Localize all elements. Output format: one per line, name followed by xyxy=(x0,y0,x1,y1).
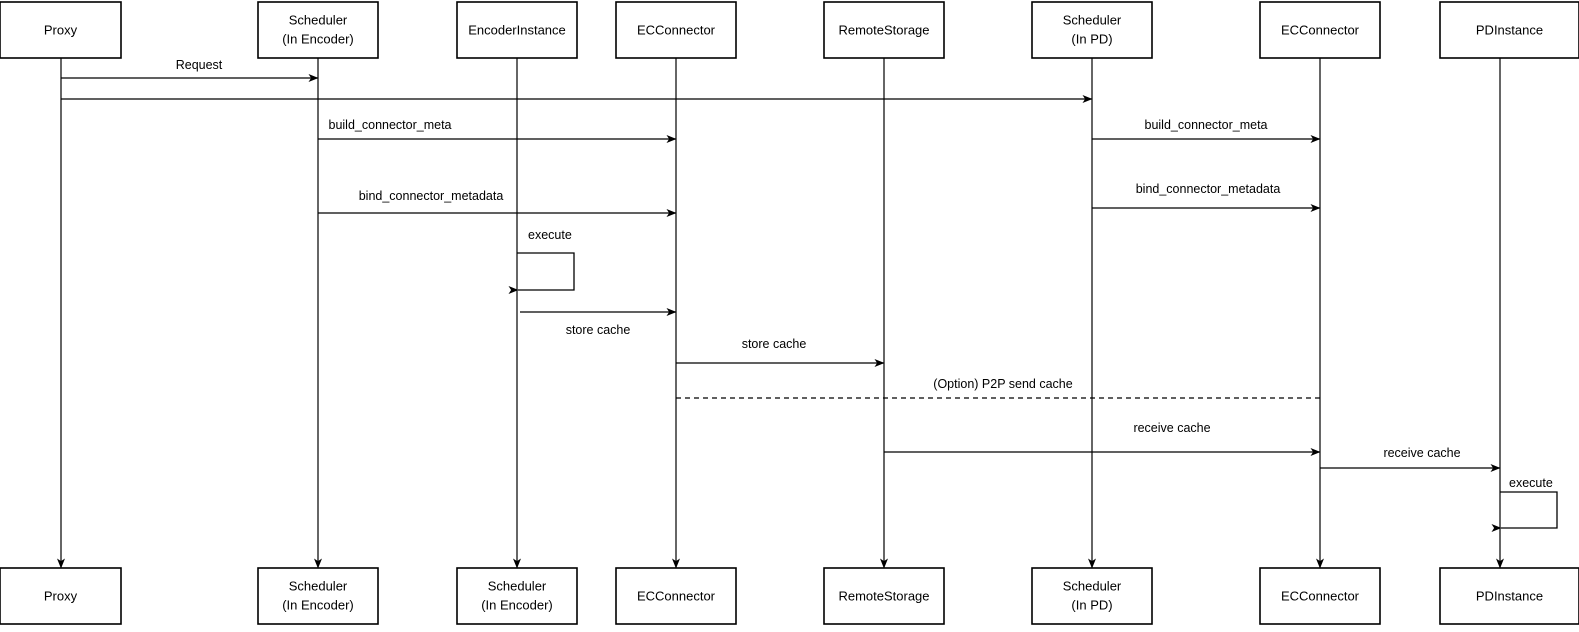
participant-box-sched_pd-top: Scheduler (In PD) xyxy=(1031,1,1153,59)
participant-box-rect xyxy=(456,567,578,625)
participant-box-rect xyxy=(257,567,379,625)
message-label-m5: bind_connector_metadata xyxy=(359,189,504,203)
participant-box-rect xyxy=(1031,567,1153,625)
messages-layer: Request build_connector_meta build_connect… xyxy=(61,58,1501,472)
participant-box-remote_store-top: RemoteStorage xyxy=(823,1,945,59)
participant-label-line1: Scheduler xyxy=(1063,578,1122,593)
participant-box-rect xyxy=(615,567,737,625)
message-label-m11: receive cache xyxy=(1383,446,1460,460)
message-label-m10: receive cache xyxy=(1133,421,1210,435)
participant-box-rect xyxy=(615,1,737,59)
participant-label-line1: Proxy xyxy=(44,22,78,37)
participant-box-encoder_inst-top: EncoderInstance xyxy=(456,1,578,59)
participant-label-line1: Scheduler xyxy=(488,578,547,593)
self-message-label-s1: execute xyxy=(528,228,572,242)
participant-box-rect xyxy=(0,567,122,625)
participant-label-line1: RemoteStorage xyxy=(838,22,929,37)
participant-box-sched_pd-bottom: Scheduler (In PD) xyxy=(1031,567,1153,625)
message-label-m3: build_connector_meta xyxy=(329,118,452,132)
participant-label-line1: RemoteStorage xyxy=(838,588,929,603)
participant-label-line1: EncoderInstance xyxy=(468,22,566,37)
participant-label-line1: ECConnector xyxy=(1281,22,1360,37)
self-message-path-s2 xyxy=(1491,491,1558,532)
lifelines-layer xyxy=(57,58,1504,569)
participant-box-rect xyxy=(823,567,945,625)
participant-box-ec_conn_pd-bottom: ECConnector xyxy=(1259,567,1381,625)
participant-label-line2: (In PD) xyxy=(1071,31,1112,46)
participant-box-rect xyxy=(1439,1,1579,59)
participant-box-rect xyxy=(1031,1,1153,59)
message-label-m7: store cache xyxy=(566,323,631,337)
participant-label-line1: PDInstance xyxy=(1476,22,1543,37)
participant-box-rect xyxy=(1259,567,1381,625)
participant-box-rect xyxy=(1439,567,1579,625)
participant-label-line1: ECConnector xyxy=(637,22,716,37)
participant-box-pd_inst-bottom: PDInstance xyxy=(1439,567,1579,625)
participant-box-sched_enc-bottom: Scheduler (In Encoder) xyxy=(257,567,379,625)
participant-box-remote_store-bottom: RemoteStorage xyxy=(823,567,945,625)
message-label-m4: build_connector_meta xyxy=(1145,118,1268,132)
participant-box-sched_enc-top: Scheduler (In Encoder) xyxy=(257,1,379,59)
participant-box-encoder_inst-bottom: Scheduler (In Encoder) xyxy=(456,567,578,625)
participant-box-ec_conn_enc-bottom: ECConnector xyxy=(615,567,737,625)
participant-label-line1: PDInstance xyxy=(1476,588,1543,603)
participant-label-line2: (In PD) xyxy=(1071,597,1112,612)
participant-box-proxy-top: Proxy xyxy=(0,1,122,59)
participant-box-ec_conn_pd-top: ECConnector xyxy=(1259,1,1381,59)
participant-box-rect xyxy=(0,1,122,59)
participant-box-ec_conn_enc-top: ECConnector xyxy=(615,1,737,59)
message-label-m9: (Option) P2P send cache xyxy=(933,377,1072,391)
participant-label-line1: Scheduler xyxy=(1063,12,1122,27)
participant-label-line1: ECConnector xyxy=(637,588,716,603)
message-label-m8: store cache xyxy=(742,337,807,351)
self-message-path-s1 xyxy=(508,252,575,294)
message-label-m6: bind_connector_metadata xyxy=(1136,182,1281,196)
participant-box-rect xyxy=(823,1,945,59)
self-message-label-s2: execute xyxy=(1509,476,1553,490)
participant-label-line2: (In Encoder) xyxy=(282,31,354,46)
participant-label-line2: (In Encoder) xyxy=(282,597,354,612)
participant-label-line1: ECConnector xyxy=(1281,588,1360,603)
participant-box-rect xyxy=(456,1,578,59)
participant-label-line1: Proxy xyxy=(44,588,78,603)
participant-label-line1: Scheduler xyxy=(289,12,348,27)
participant-label-line2: (In Encoder) xyxy=(481,597,553,612)
participant-box-proxy-bottom: Proxy xyxy=(0,567,122,625)
participant-box-pd_inst-top: PDInstance xyxy=(1439,1,1579,59)
participant-box-rect xyxy=(1259,1,1381,59)
participant-label-line1: Scheduler xyxy=(289,578,348,593)
self-messages-layer: execute execute xyxy=(508,228,1558,532)
message-label-m1: Request xyxy=(176,58,223,72)
participant-box-rect xyxy=(257,1,379,59)
